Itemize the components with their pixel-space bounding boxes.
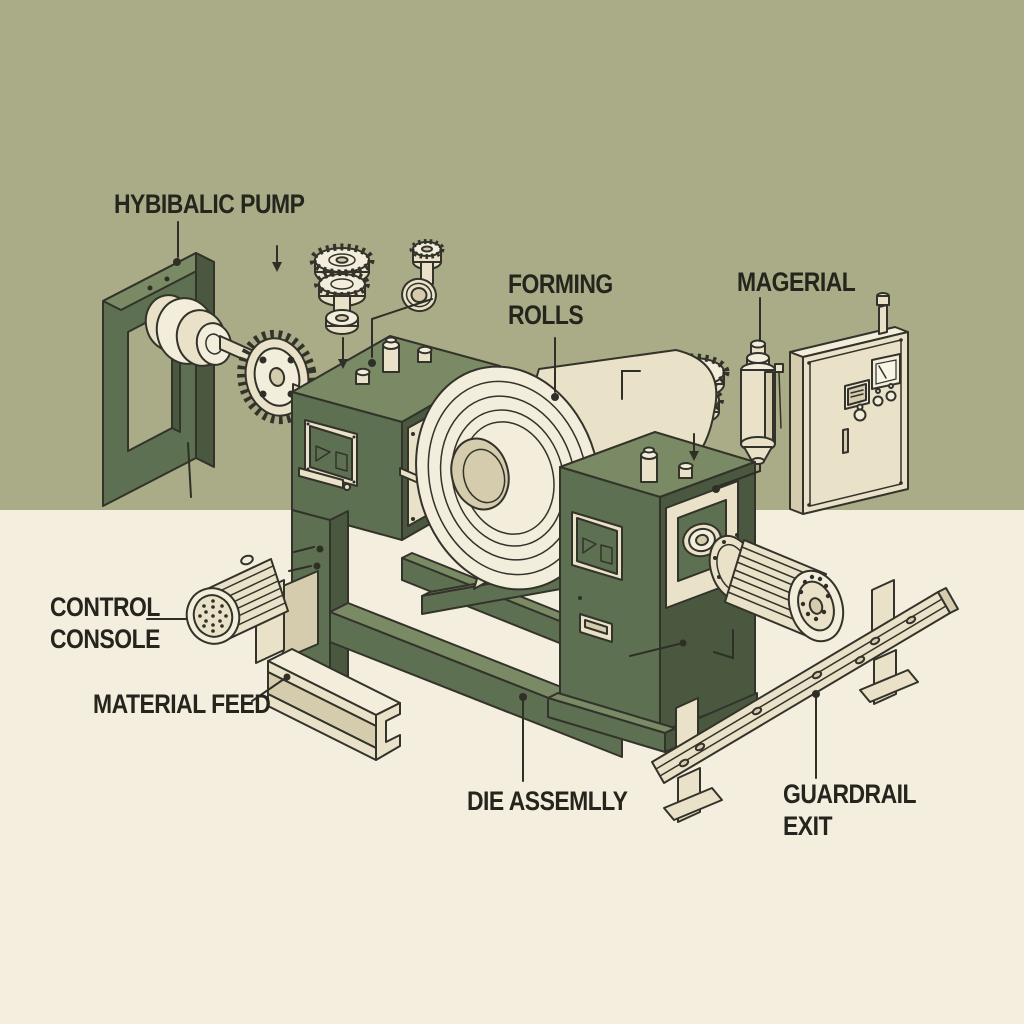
- top-studs: [640, 446, 694, 483]
- top-studs: [355, 336, 433, 385]
- down-arrow-icon: [689, 451, 699, 461]
- control-cabinet: [789, 292, 909, 515]
- motor-ribs: [206, 565, 286, 635]
- antenna: [878, 304, 888, 335]
- post-base: [859, 669, 919, 703]
- right-housing: [547, 431, 758, 753]
- warning-plate: [304, 419, 358, 487]
- warning-triangle-icon: [315, 445, 331, 462]
- label-forming-rolls-line1: FORMING: [508, 269, 613, 299]
- gear-teeth: [309, 243, 375, 277]
- down-arrow-icon: [338, 359, 348, 369]
- pulley-shaft-gear: [144, 294, 335, 425]
- label-control-console-line2: CONSOLE: [50, 624, 160, 654]
- label-material-feed: MATERIAL FEED: [93, 689, 271, 719]
- clip: [778, 371, 782, 429]
- front-rail: [329, 611, 623, 758]
- channel-end-profile: [375, 702, 401, 761]
- label-hydraulic-pump: HYBIBALIC PUMP: [114, 189, 304, 219]
- slot: [842, 428, 849, 454]
- latch-bolt: [298, 467, 344, 489]
- knob: [872, 395, 884, 407]
- knurled-nut: [409, 239, 445, 259]
- knob: [853, 408, 867, 422]
- label-control-console-line1: CONTROL: [50, 592, 160, 622]
- warning-rect-icon: [335, 451, 348, 472]
- label-magerial: MAGERIAL: [737, 267, 855, 297]
- label-die-assembly: DIE ASSEMLLY: [467, 786, 628, 816]
- rail-ridges: [655, 598, 947, 777]
- leader-lines: [146, 221, 820, 782]
- label-guardrail-exit-line2: EXIT: [783, 811, 833, 841]
- down-arrow-icon: [272, 262, 282, 272]
- warning-plate: [571, 511, 623, 581]
- gear-stack-1: [309, 243, 375, 335]
- cylinder-cartridge: [740, 339, 784, 465]
- label-forming-rolls-line2: ROLLS: [508, 300, 583, 330]
- motor-ribs: [727, 546, 825, 627]
- warning-rect-icon: [600, 544, 613, 565]
- nut-and-washer: [401, 239, 445, 313]
- guardrail: [651, 579, 959, 823]
- labels: HYBIBALIC PUMP FORMING ROLLS MAGERIAL CO…: [50, 189, 917, 841]
- console-motor: [185, 554, 319, 664]
- right-drive-motor: [708, 533, 845, 643]
- warning-triangle-icon: [582, 537, 597, 554]
- label-guardrail-exit-line1: GUARDRAIL: [783, 779, 916, 809]
- gauge-needle: [878, 365, 887, 379]
- motor-face-holes: [198, 599, 228, 633]
- post-base: [663, 787, 723, 821]
- housing-front: [559, 466, 661, 733]
- knob: [885, 390, 897, 402]
- gear-teeth: [237, 329, 317, 425]
- rail-end-profile: [937, 587, 959, 614]
- channel-beam: [267, 648, 401, 761]
